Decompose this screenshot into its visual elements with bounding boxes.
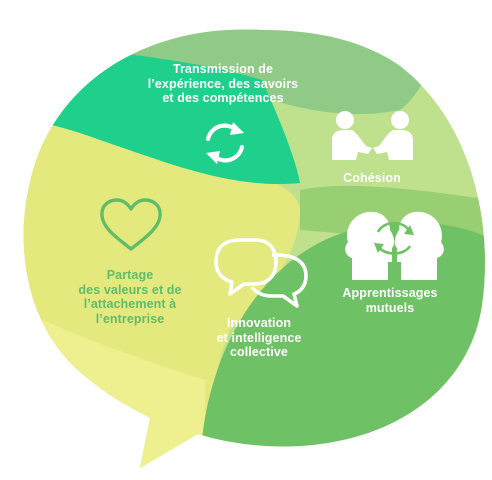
- apprentissages-line-2: mutuels: [365, 300, 415, 315]
- label-transmission: Transmission de l’expérience, des savoir…: [118, 62, 328, 106]
- partage-line-2: des valeurs et de: [78, 282, 182, 297]
- label-partage: Partage des valeurs et de l’attachement …: [60, 268, 200, 326]
- innovation-line-1: Innovation: [226, 316, 292, 330]
- transmission-line-1: Transmission de: [172, 62, 274, 76]
- innovation-line-2: et intelligence: [216, 330, 302, 345]
- handshake-people-icon: [332, 111, 413, 160]
- partage-line-1: Partage: [106, 268, 154, 282]
- transmission-line-2: l’expérience, des savoirs: [147, 76, 299, 91]
- label-cohesion: Cohésion: [322, 171, 422, 186]
- label-apprentissages: Apprentissages mutuels: [325, 286, 455, 315]
- partage-line-3: l’attachement à: [83, 297, 177, 311]
- mutual-learning-heads-icon: [345, 211, 444, 280]
- heart-icon: [100, 198, 162, 251]
- label-innovation: Innovation et intelligence collective: [194, 316, 324, 360]
- transmission-line-3: et des compétences: [162, 91, 284, 105]
- refresh-arrows-icon: [205, 122, 245, 164]
- apprentissages-line-1: Apprentissages: [342, 286, 438, 300]
- cohesion-line-1: Cohésion: [343, 171, 401, 185]
- speech-bubbles-icon: [214, 238, 308, 308]
- partage-line-4: l’entreprise: [95, 311, 165, 326]
- innovation-line-3: collective: [230, 345, 288, 359]
